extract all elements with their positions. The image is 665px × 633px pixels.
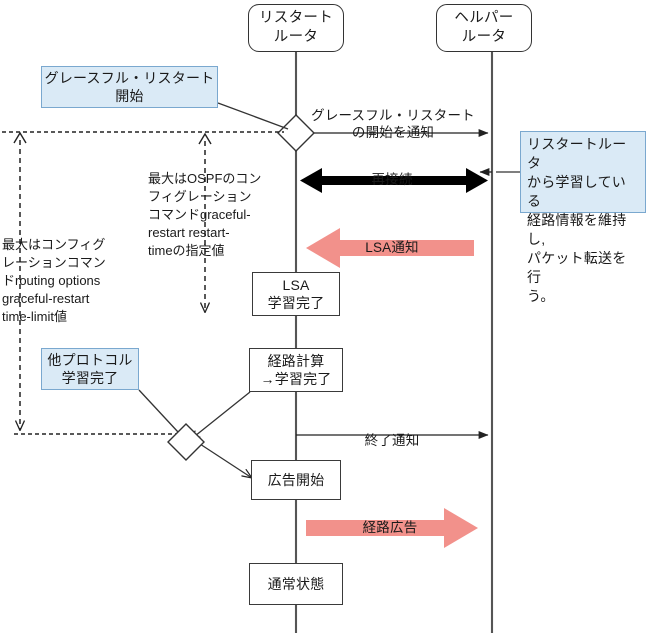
note-helper-behavior-label: リスタートルータ から学習している 経路情報を維持し, パケット転送を行 う。 <box>527 136 627 305</box>
message-label-end-notify: 終了通知 <box>340 414 444 449</box>
message-label-route-advertise: 経路広告 <box>338 501 442 536</box>
message-label-reconnect: 再接続 <box>340 153 444 188</box>
process-box-lsa-learn-done-label: LSA 学習完了 <box>267 276 325 311</box>
message-reconnect-arrow <box>300 168 488 193</box>
process-box-normal-state: 通常状態 <box>249 563 343 605</box>
connector-routecalc-to-join <box>190 391 251 440</box>
message-label-lsa-notify: LSA通知 <box>340 221 444 256</box>
actor-helper-router-label: ヘルパー ルータ <box>454 9 514 45</box>
actor-restart-router: リスタート ルータ <box>248 4 344 52</box>
connector-note-to-diamond <box>217 102 289 130</box>
note-other-protocol-done-label: 他プロトコル 学習完了 <box>47 351 133 386</box>
connector-join-to-advertise <box>199 443 252 478</box>
process-box-advertise-start: 広告開始 <box>251 460 341 500</box>
note-other-protocol-done: 他プロトコル 学習完了 <box>41 348 139 390</box>
message-route-advertise-arrow <box>306 508 478 548</box>
message-label-notify-start-text: グレースフル・リスタート の開始を通知 <box>311 107 475 141</box>
note-graceful-restart-start: グレースフル・リスタート 開始 <box>41 66 218 108</box>
annotation-left-timer: 最大はコンフィグ レーションコマン ドrouting options grace… <box>2 218 130 326</box>
measure-left-arrow-up <box>13 131 27 144</box>
message-label-lsa-notify-text: LSA通知 <box>365 239 419 255</box>
annotation-middle-timer: 最大はOSPFのコン フィグレーション コマンドgraceful- restar… <box>148 152 272 260</box>
actor-helper-router: ヘルパー ルータ <box>436 4 532 52</box>
process-box-route-calc-done-label: 経路計算 →学習完了 <box>260 352 332 387</box>
process-box-route-calc-done: 経路計算 →学習完了 <box>249 348 343 392</box>
process-box-lsa-learn-done: LSA 学習完了 <box>252 272 340 316</box>
connector-other-proto-to-join <box>138 389 179 433</box>
message-lsa-notify-arrow <box>306 228 474 268</box>
process-box-normal-state-label: 通常状態 <box>267 575 325 592</box>
note-graceful-restart-start-label: グレースフル・リスタート 開始 <box>44 69 215 104</box>
measure-middle-arrow-up <box>198 132 212 145</box>
annotation-middle-timer-label: 最大はOSPFのコン フィグレーション コマンドgraceful- restar… <box>148 170 262 258</box>
message-label-route-advertise-text: 経路広告 <box>362 519 418 535</box>
actor-restart-router-label: リスタート ルータ <box>259 9 333 45</box>
message-label-end-notify-text: 終了通知 <box>364 432 420 448</box>
annotation-left-timer-label: 最大はコンフィグ レーションコマン ドrouting options grace… <box>2 236 106 324</box>
message-label-reconnect-text: 再接続 <box>371 171 413 187</box>
note-helper-behavior: リスタートルータ から学習している 経路情報を維持し, パケット転送を行 う。 <box>520 131 646 304</box>
message-label-notify-start: グレースフル・リスタート の開始を通知 <box>300 89 486 142</box>
process-box-advertise-start-label: 広告開始 <box>267 471 325 488</box>
join-decision-diamond <box>167 423 205 461</box>
